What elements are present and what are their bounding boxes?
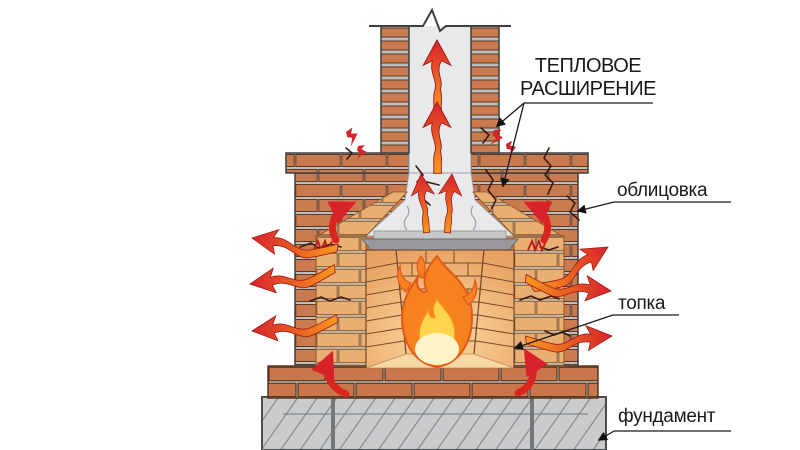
hearth-curl-arrow: [311, 350, 350, 398]
fire-icon: [396, 255, 478, 368]
cornice: [285, 152, 589, 174]
callout-lines: [495, 102, 731, 441]
label-cladding: облицовка: [617, 180, 708, 201]
label-thermal-expansion-line1: ТЕПЛОВОЕ: [534, 55, 642, 77]
hearth-bricks: [267, 365, 599, 399]
foundation-block: [261, 396, 607, 450]
heat-arrows: [248, 39, 615, 398]
label-thermal-expansion: ТЕПЛОВОЕ РАСШИРЕНИЕ: [503, 55, 673, 101]
break-line: [369, 7, 511, 33]
label-foundation: фундамент: [618, 406, 716, 427]
chamber-curl-arrow: [327, 201, 357, 244]
foundation-joint: [530, 398, 534, 450]
hearth-curl-arrow: [514, 348, 548, 397]
foundation-joint: [331, 398, 335, 450]
lintel-shelf: [360, 230, 520, 251]
label-firebox: топка: [618, 293, 666, 314]
label-thermal-expansion-line2: РАСШИРЕНИЕ: [520, 78, 656, 100]
chimney-column-left: [380, 25, 410, 154]
chamber-curl-arrow: [523, 201, 553, 244]
